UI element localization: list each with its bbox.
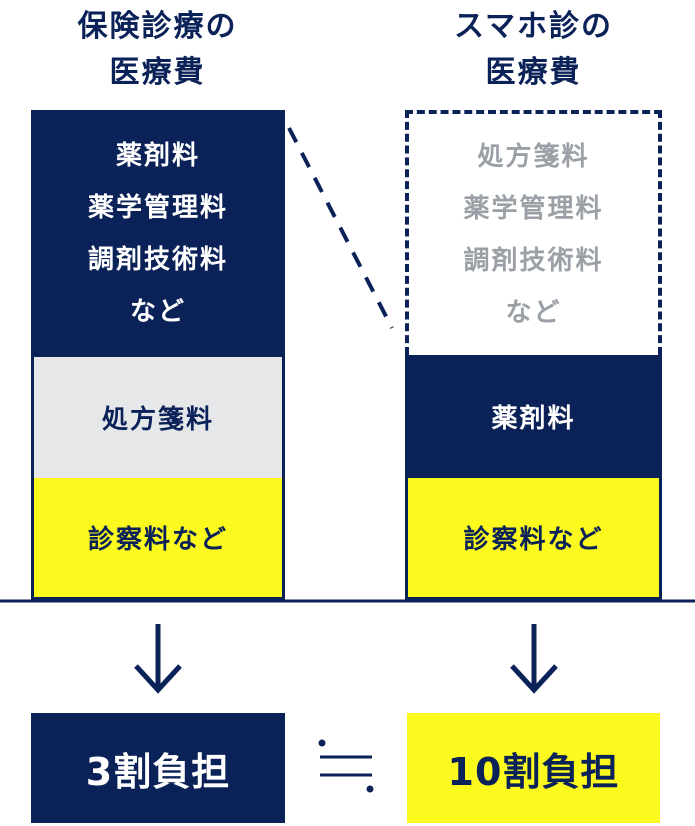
right-result-box: 10割負担 bbox=[407, 713, 660, 823]
left-block-mid: 処方箋料 bbox=[31, 357, 285, 478]
left-block-top: 薬剤料 薬学管理料 調剤技術料 など bbox=[31, 110, 285, 357]
left-result-label: 3割負担 bbox=[85, 749, 231, 794]
left-heading: 保険診療の 医療費 bbox=[30, 4, 285, 96]
right-block-top-line-3: 調剤技術料 bbox=[463, 245, 604, 276]
right-heading-line-2: 医療費 bbox=[485, 55, 582, 90]
left-down-arrow-icon bbox=[134, 624, 182, 694]
approximately-equal-icon bbox=[318, 739, 374, 793]
left-block-top-line-3: 調剤技術料 bbox=[87, 244, 228, 275]
left-heading-line-1: 保険診療の bbox=[77, 9, 238, 44]
right-block-bottom: 診察料など bbox=[405, 478, 662, 600]
right-block-top-line-4: など bbox=[505, 297, 562, 328]
left-block-top-line-1: 薬剤料 bbox=[115, 140, 200, 171]
right-block-mid-label: 薬剤料 bbox=[491, 404, 576, 434]
right-block-bottom-label: 診察料など bbox=[463, 525, 604, 555]
left-heading-line-2: 医療費 bbox=[109, 55, 206, 90]
right-block-top-line-1: 処方箋料 bbox=[477, 141, 590, 172]
left-block-top-line-2: 薬学管理料 bbox=[87, 192, 228, 223]
right-down-arrow-icon bbox=[510, 624, 558, 694]
left-block-top-line-4: など bbox=[129, 296, 186, 327]
right-block-top-dashed: 処方箋料 薬学管理料 調剤技術料 など bbox=[405, 110, 662, 355]
right-heading: スマホ診の 医療費 bbox=[405, 4, 662, 96]
right-block-mid: 薬剤料 bbox=[405, 355, 662, 478]
right-result-label: 10割負担 bbox=[447, 749, 620, 794]
left-result-box: 3割負担 bbox=[31, 713, 285, 823]
left-block-mid-label: 処方箋料 bbox=[101, 405, 214, 435]
right-block-top-line-2: 薬学管理料 bbox=[463, 193, 604, 224]
connector-dashed-line bbox=[287, 127, 394, 329]
left-block-bottom-label: 診察料など bbox=[87, 525, 228, 555]
left-block-bottom: 診察料など bbox=[31, 478, 285, 600]
right-heading-line-1: スマホ診の bbox=[453, 9, 614, 44]
